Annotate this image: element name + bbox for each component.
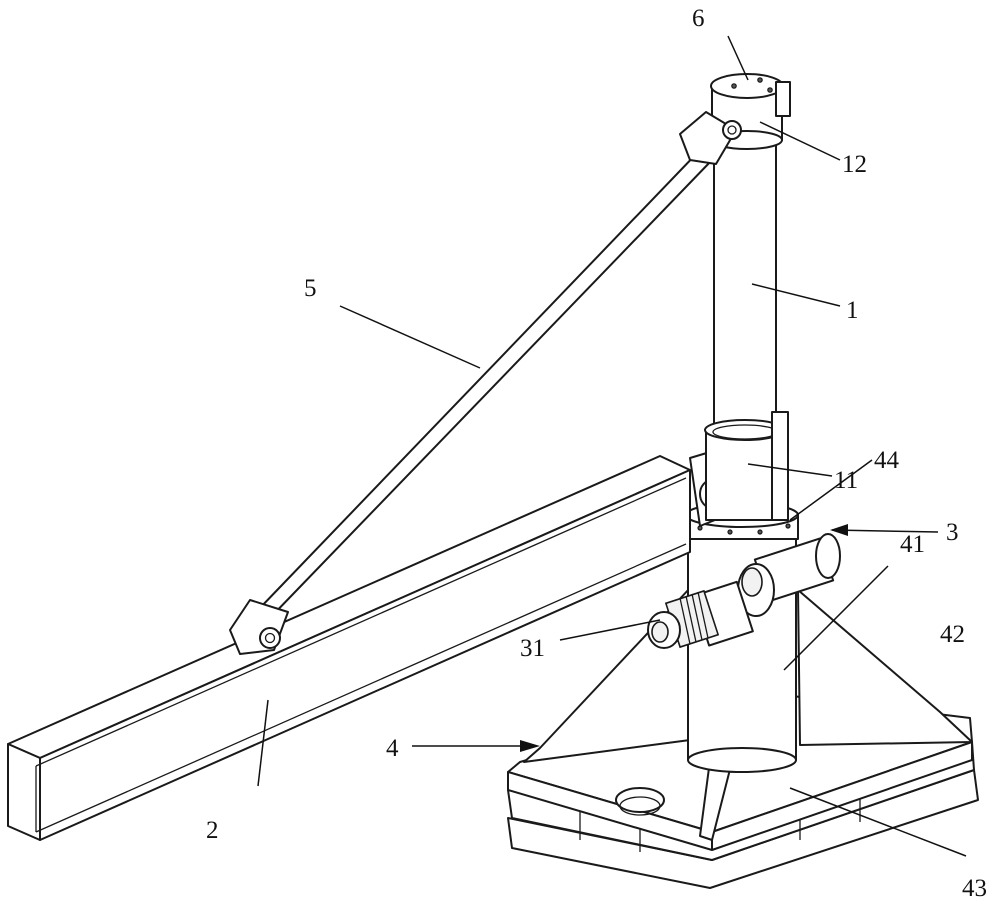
base-bolt-hole: [615, 787, 665, 813]
leader-2: [257, 699, 269, 787]
right-gusset: [797, 589, 973, 746]
top-clevis: [679, 111, 737, 165]
label-43: 43: [962, 875, 987, 902]
arrow-4: [520, 740, 540, 752]
boom-end-face: [7, 743, 41, 841]
label-31: 31: [520, 635, 545, 662]
arrow-3: [830, 524, 848, 536]
leader-31: [559, 619, 661, 641]
label-2: 2: [206, 817, 219, 844]
label-5: 5: [304, 275, 317, 302]
leader-12: [759, 121, 841, 161]
label-6: 6: [692, 5, 705, 32]
label-3: 3: [946, 519, 959, 546]
slew-drive: [647, 533, 841, 649]
base-plate-side-edge: [711, 741, 973, 851]
lower-column-base: [687, 747, 797, 773]
tie-rod: [229, 111, 742, 655]
label-42: 42: [940, 621, 965, 648]
label-12: 12: [842, 151, 867, 178]
leader-43: [789, 787, 967, 857]
label-1: 1: [846, 297, 859, 324]
column-1: [713, 119, 777, 431]
label-4: 4: [386, 735, 399, 762]
leader-41: [783, 565, 889, 671]
label-41: 41: [900, 531, 925, 558]
boom-side-face: [39, 469, 691, 841]
leader-11: [747, 463, 833, 477]
leader-6: [727, 35, 749, 81]
callout-labels: 6 12 5 1 44 11 3 41 42 31 4 2 43: [206, 5, 987, 902]
leader-1: [751, 283, 841, 307]
leader-44: [789, 459, 873, 521]
label-44: 44: [874, 447, 900, 474]
leader-lines: [257, 35, 967, 857]
boom-arm: [7, 445, 741, 841]
sleeve-rib: [771, 411, 789, 521]
label-11: 11: [834, 467, 858, 494]
leader-3: [831, 529, 939, 533]
leader-5: [339, 305, 481, 369]
cap-lug: [775, 81, 791, 117]
